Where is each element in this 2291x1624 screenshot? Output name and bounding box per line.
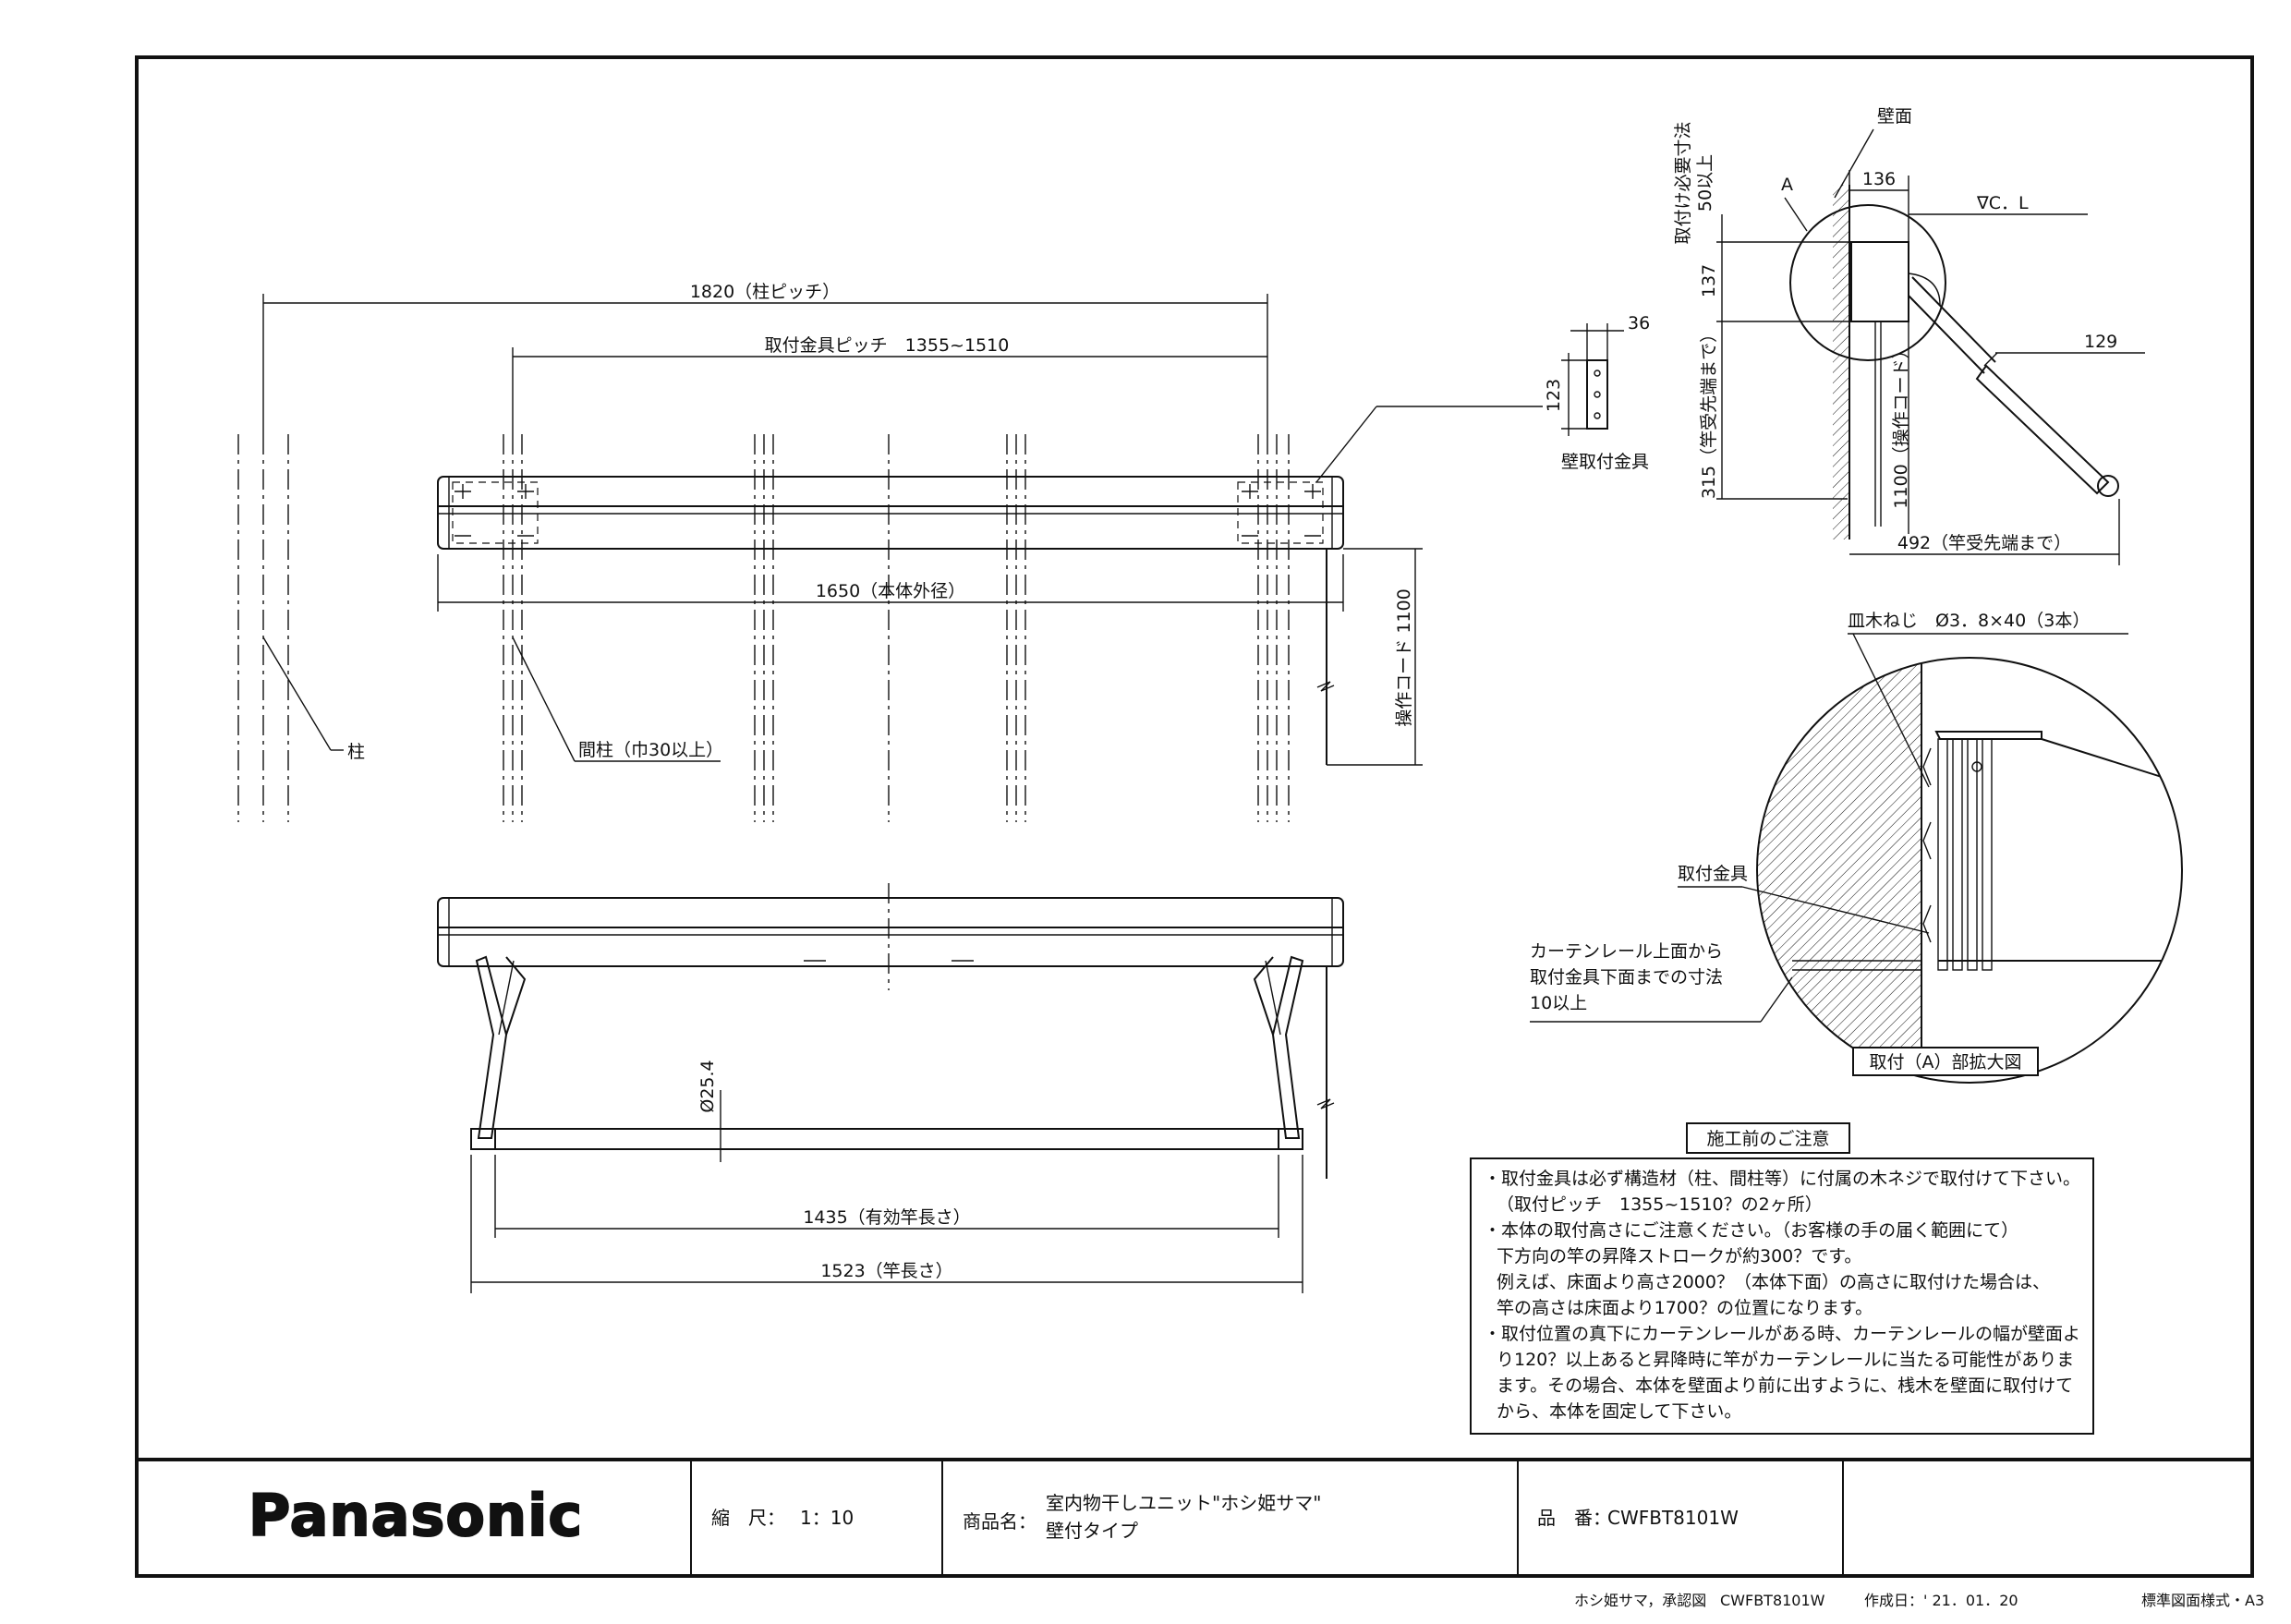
label-required: 取付け必要寸法: [1673, 121, 1693, 244]
note-a-line2: 取付金具下面までの寸法: [1530, 967, 1723, 988]
bracket-dim-height: 123: [1544, 379, 1564, 412]
dim-bracket-pitch: 取付金具ピッチ 1355~1510: [765, 335, 1010, 356]
front-view: 1820（柱ピッチ） 取付金具ピッチ 1355~1510 1650（本体外径） …: [237, 282, 1543, 822]
footer-date: 作成日：' 21．01．20: [1864, 1592, 2018, 1609]
label-screw: 皿木ねじ Ø3．8×40（3本）: [1848, 611, 2090, 631]
detail-a-circle: [1789, 204, 1946, 361]
dim-137: 137: [1699, 264, 1719, 297]
product-type: 壁付タイプ: [1046, 1520, 1138, 1542]
label-pillar: 柱: [347, 742, 365, 762]
bracket-label: 壁取付金具: [1561, 452, 1649, 472]
label-wall: 壁面: [1877, 106, 1912, 127]
dim-cord-front: 操作コード 1100: [1394, 588, 1414, 726]
product-label: 商品名：: [963, 1510, 1036, 1533]
footer-part: CWFBT8101W: [1720, 1592, 1825, 1609]
title-block: Panasonic 縮 尺： 1：10 商品名： 室内物干しユニット"ホシ姫サマ…: [248, 1481, 1739, 1550]
part-number: CWFBT8101W: [1607, 1507, 1739, 1529]
label-bracket-a: 取付金具: [1678, 864, 1748, 884]
note-a-line1: カーテンレール上面から: [1530, 941, 1723, 962]
label-stud: 間柱（巾30以上）: [578, 740, 723, 760]
hanging-pole: [470, 1128, 1303, 1150]
note-line: 例えば、床面より高さ2000？（本体下面）の高さに取付けた場合は、: [1497, 1272, 2050, 1292]
note-line: 下方向の竿の昇降ストロークが約300？です。: [1497, 1246, 1861, 1266]
detail-a-caption-box: [1852, 1047, 2039, 1076]
lowered-view: Ø25.4 1435（有効竿長さ） 1523（竿長さ）: [437, 883, 1344, 1293]
wall-hatch: [1833, 185, 1849, 539]
product-name: 室内物干しユニット"ホシ姫サマ": [1046, 1492, 1321, 1514]
notes-box: [1470, 1157, 2094, 1435]
note-a-line3: 10以上: [1530, 993, 1587, 1013]
part-label: 品 番：: [1537, 1507, 1611, 1529]
unit-body-lowered: [437, 897, 1344, 967]
unit-body-front: [437, 476, 1344, 550]
footer-format: 標準図面様式・A3: [2141, 1592, 2264, 1609]
dim-129: 129: [2084, 332, 2117, 352]
note-line: ・本体の取付高さにご注意ください。（お客様の手の届く範囲にて）: [1484, 1220, 2018, 1241]
dim-effective-length: 1435（有効竿長さ）: [803, 1207, 970, 1228]
unit-body-side: [1850, 241, 1909, 322]
precaution-notes: 施工前のご注意 ・取付金具は必ず構造材（柱、間柱等）に付属の木ネジで取付けて下さ…: [1470, 1122, 2094, 1435]
notes-title-box: [1686, 1122, 1850, 1154]
dim-cord-side: 1100（操作コード）: [1891, 341, 1911, 508]
note-line: ・取付位置の真下にカーテンレールがある時、カーテンレールの幅が壁面よ: [1484, 1324, 2080, 1344]
dim-pole-length: 1523（竿長さ）: [820, 1261, 952, 1281]
brand-logo: Panasonic: [248, 1482, 583, 1549]
label-cl: ∇C．L: [1976, 193, 2029, 213]
note-line: り120？以上あると昇降時に竿がカーテンレールに当たる可能性がありま: [1497, 1350, 2074, 1370]
dim-492: 492（竿受先端まで）: [1897, 533, 2071, 553]
note-line: ・取付金具は必ず構造材（柱、間柱等）に付属の木ネジで取付けて下さい。: [1484, 1169, 2080, 1189]
scale-label: 縮 尺：: [711, 1507, 785, 1529]
detail-a-enlarged: 皿木ねじ Ø3．8×40（3本） 取付金具 カーテンレール上面から 取付金具下面…: [1530, 611, 2183, 1084]
dim-body-width: 1650（本体外径）: [816, 581, 965, 601]
note-line: （取付ピッチ 1355~1510？の2ヶ所）: [1497, 1194, 1823, 1215]
dim-depth-136: 136: [1862, 169, 1896, 189]
wall-bracket-detail: 36 123 壁取付金具: [1544, 313, 1650, 472]
note-line: から、本体を固定して下さい。: [1497, 1401, 1741, 1422]
label-a: A: [1781, 175, 1793, 195]
label-required-value: 50以上: [1695, 154, 1715, 212]
sheet-border: [135, 55, 2254, 1578]
footer-doc: ホシ姫サマ，承認図: [1574, 1592, 1706, 1609]
notes-title: 施工前のご注意: [1706, 1129, 1829, 1149]
dim-pole-diameter: Ø25.4: [697, 1060, 718, 1112]
side-view: 136 ∇C．L 137 315（竿受先端まで） 取付け必要寸法 50以上 12…: [1673, 106, 2145, 565]
footer: ホシ姫サマ，承認図 CWFBT8101W 作成日：' 21．01．20 標準図面…: [1574, 1592, 2264, 1609]
dim-315: 315（竿受先端まで）: [1699, 325, 1719, 499]
note-line: 竿の高さは床面より1700？の位置になります。: [1497, 1298, 1873, 1318]
detail-a-caption: 取付（A）部拡大図: [1870, 1052, 2022, 1073]
note-line: ます。その場合、本体を壁面より前に出すように、桟木を壁面に取付けて: [1497, 1376, 2073, 1396]
dim-pillar-pitch: 1820（柱ピッチ）: [690, 282, 840, 302]
scale-value: 1：10: [800, 1507, 854, 1529]
bracket-dim-width: 36: [1628, 313, 1650, 333]
bracket-shape: [1586, 359, 1608, 430]
